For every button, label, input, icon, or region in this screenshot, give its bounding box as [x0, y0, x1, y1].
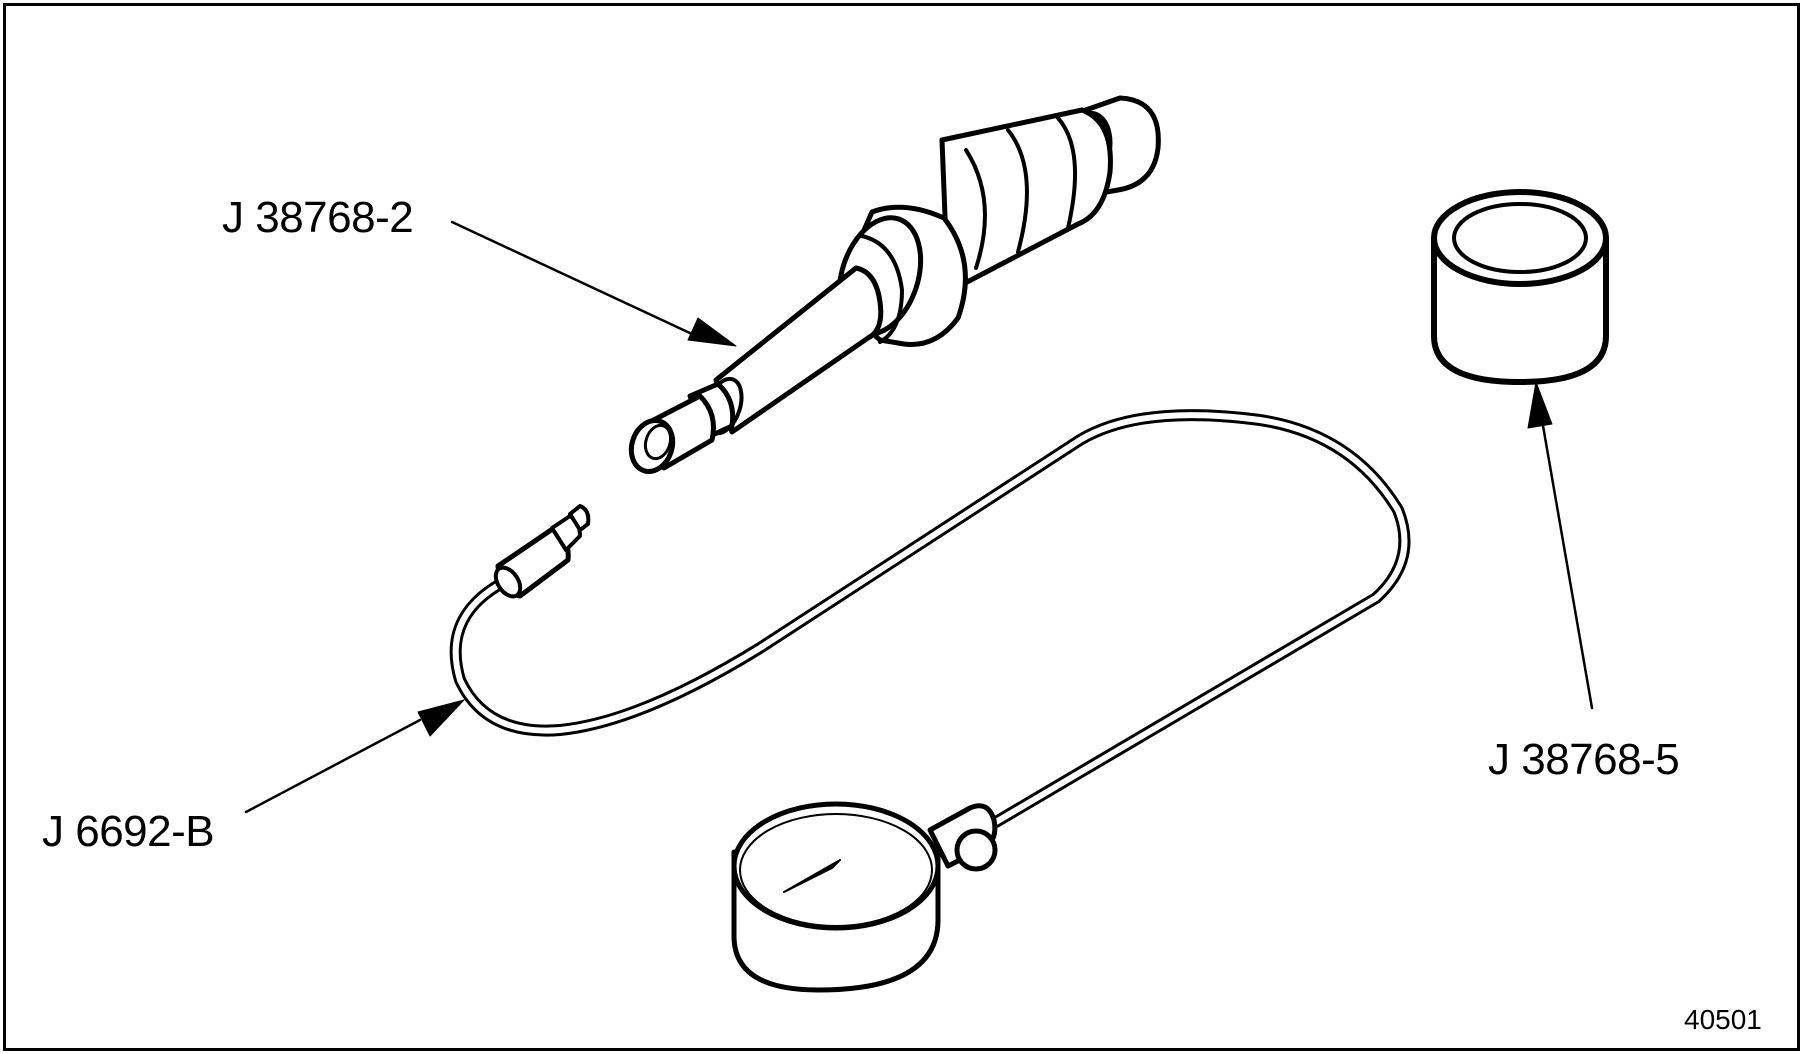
compression-gauge-hose	[449, 409, 1411, 828]
leader-arrows	[244, 220, 1594, 814]
callout-adapter-label: J 38768-2	[222, 193, 414, 242]
adapter-cap	[1431, 189, 1609, 385]
compression-adapter	[628, 95, 1161, 474]
callout-cap-label: J 38768-5	[1488, 735, 1680, 784]
callout-gauge-label: J 6692-B	[42, 807, 215, 856]
figure-number: 40501	[1684, 1004, 1762, 1035]
compression-gauge	[731, 801, 998, 993]
